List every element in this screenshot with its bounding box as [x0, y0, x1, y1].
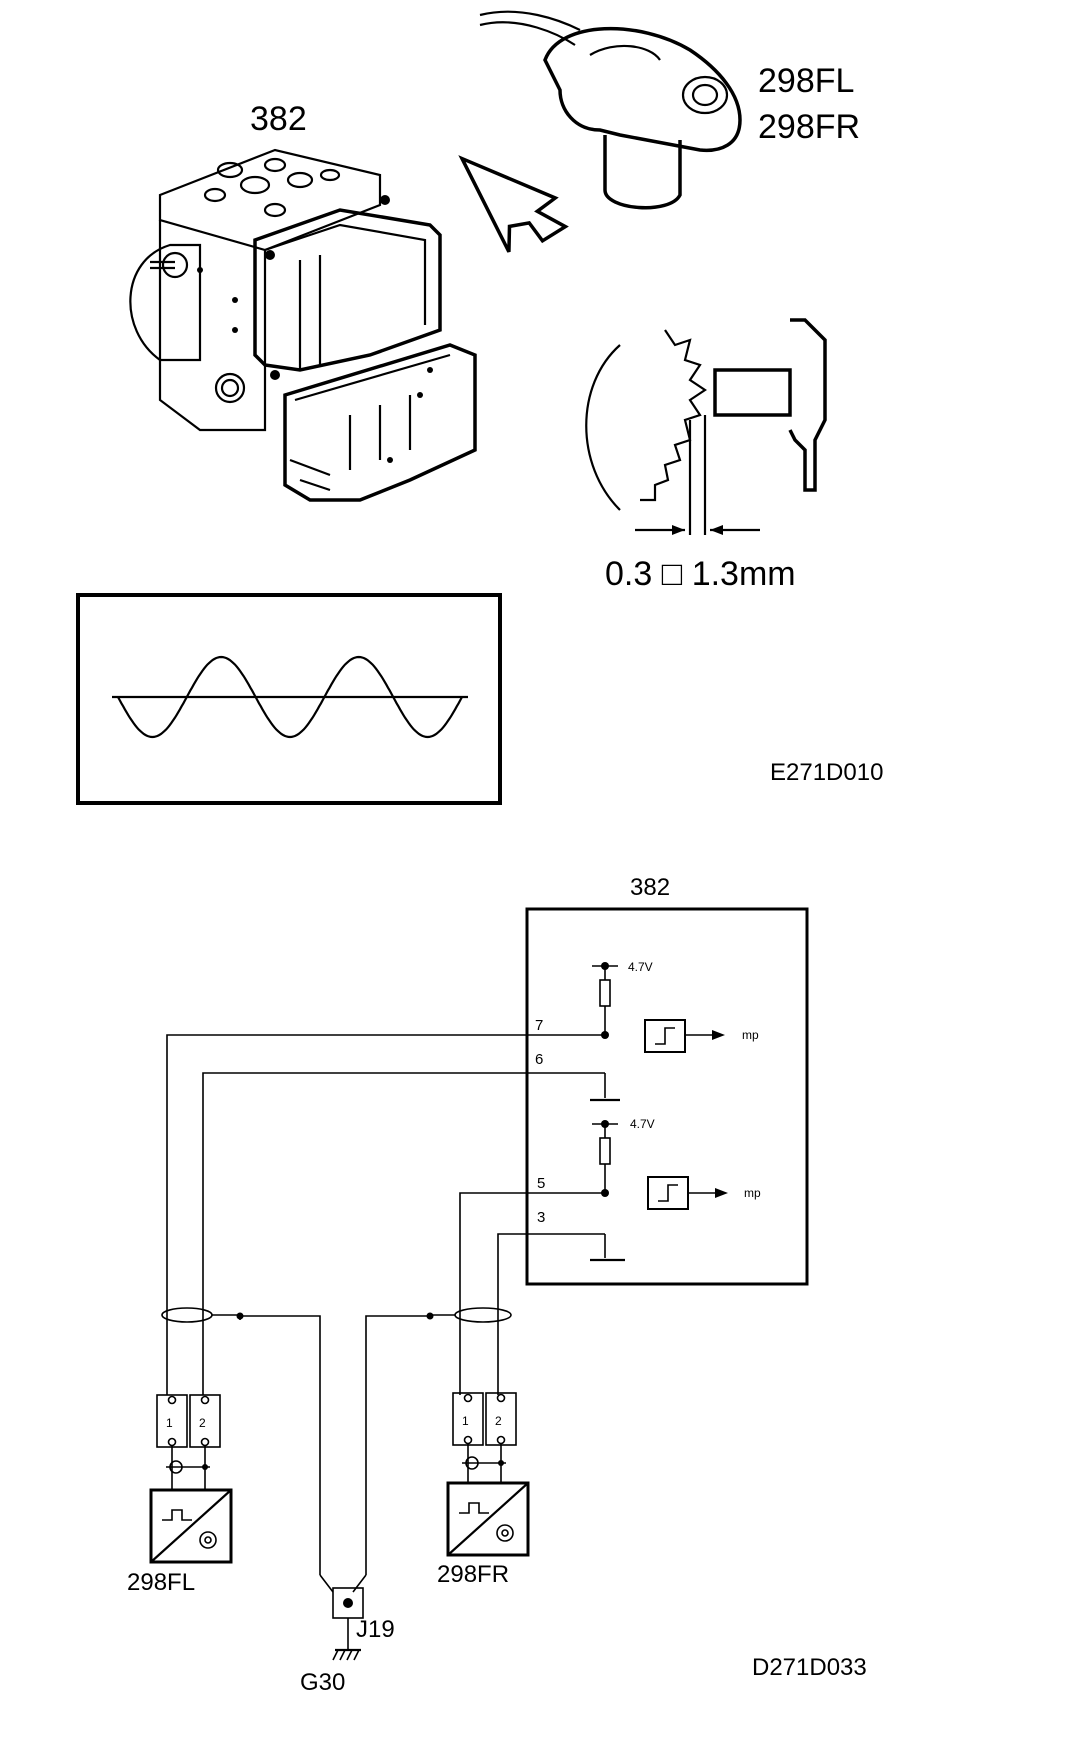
sensor-298fl: 298FL [127, 1488, 233, 1596]
junction-j19: J19 [319, 1574, 395, 1650]
control-module-label: 382 [630, 874, 670, 901]
pin-6: 6 [535, 1051, 543, 1068]
direction-arrow [458, 155, 569, 253]
sensor-label-fr: 298FR [758, 108, 860, 146]
supply-voltage-lower: 4.7V [630, 1117, 655, 1131]
pin-5: 5 [537, 1175, 545, 1192]
wiring [161, 1034, 605, 1575]
sine-wave [117, 655, 463, 739]
figure-code-top: E271D010 [770, 759, 883, 786]
junction-label: J19 [356, 1616, 395, 1643]
sensor-label-fl: 298FL [758, 62, 854, 100]
air-gap-label: 0.3 □ 1.3mm [605, 555, 796, 593]
connector-left: 1 2 [156, 1394, 221, 1490]
control-module-382: 382 4.7V mp 4.7V mp 7 6 5 [525, 874, 809, 1286]
sensor-298fr: 298FR [437, 1481, 530, 1588]
sensor-right-label: 298FR [437, 1561, 509, 1588]
sine-waveform-box [76, 593, 502, 805]
ground-label: G30 [300, 1669, 345, 1696]
supply-voltage-upper: 4.7V [628, 960, 653, 974]
pin-3: 3 [537, 1209, 545, 1226]
connector-left-pin-2: 2 [199, 1416, 206, 1430]
output-label-upper: mp [742, 1028, 759, 1042]
connector-right-pin-1: 1 [462, 1414, 469, 1428]
wheel-speed-sensor-drawing: 298FL 298FR [479, 10, 860, 210]
connector-right-pin-2: 2 [495, 1414, 502, 1428]
sensor-left-label: 298FL [127, 1569, 195, 1596]
figure-code-bottom: D271D033 [752, 1654, 867, 1681]
abs-unit-label: 382 [250, 100, 307, 138]
output-label-lower: mp [744, 1186, 761, 1200]
connector-left-pin-1: 1 [166, 1416, 173, 1430]
connector-right: 1 2 [452, 1392, 517, 1483]
ground-g30: G30 [300, 1648, 361, 1696]
pin-7: 7 [535, 1017, 543, 1034]
tone-ring-air-gap-detail: 0.3 □ 1.3mm [585, 318, 827, 593]
abs-hydraulic-unit-drawing: 382 [129, 100, 477, 502]
